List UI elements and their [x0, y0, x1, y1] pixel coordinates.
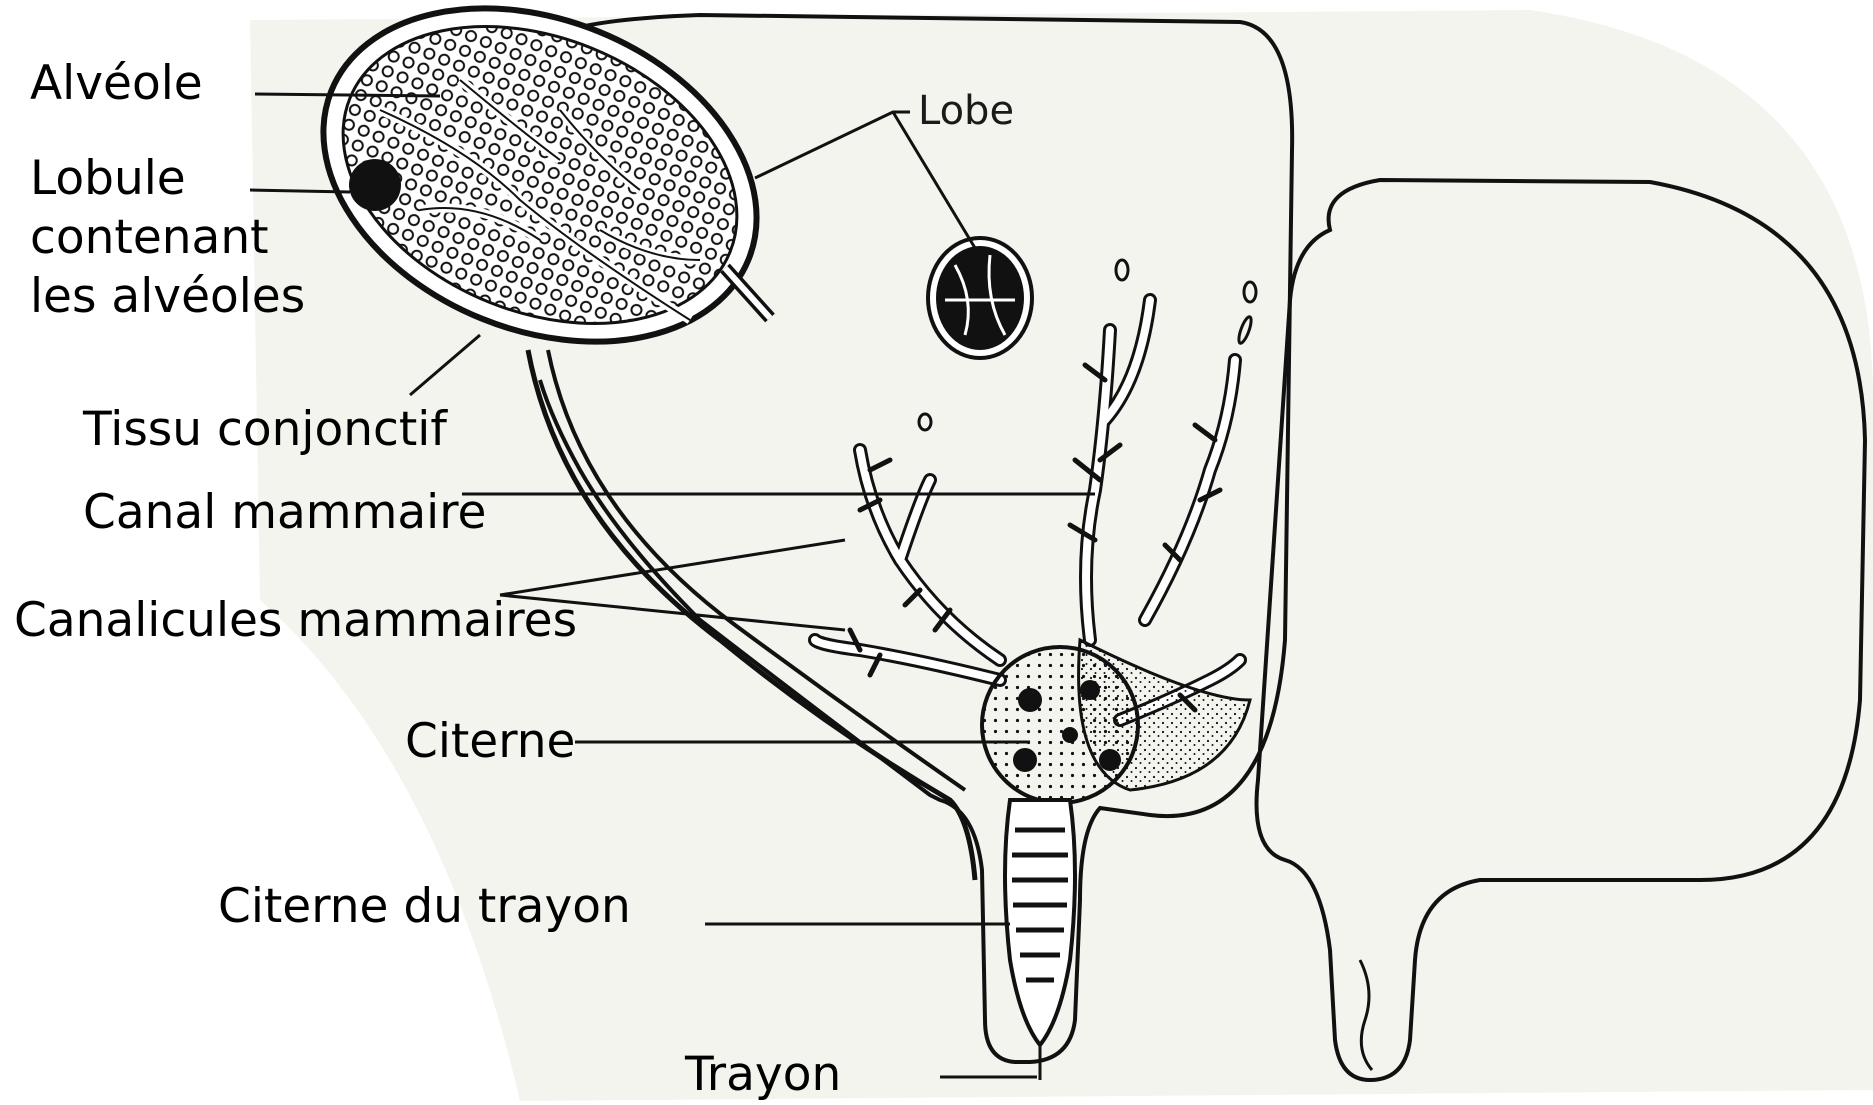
label-lobule-line3: les alvéoles — [30, 268, 305, 327]
label-lobe: Lobe — [918, 88, 1014, 134]
label-trayon: Trayon — [685, 1046, 841, 1105]
label-lobule: Lobule contenant les alvéoles — [30, 150, 305, 326]
label-tissu-conjonctif: Tissu conjonctif — [83, 401, 447, 460]
label-citerne: Citerne — [405, 713, 575, 772]
alveole-dark-cluster — [349, 159, 401, 211]
label-lobule-line2: contenant — [30, 209, 305, 268]
label-canalicules-mammaires: Canalicules mammaires — [14, 592, 577, 651]
label-citerne-du-trayon: Citerne du trayon — [218, 878, 631, 937]
lobe — [928, 238, 1032, 358]
label-canal-mammaire: Canal mammaire — [83, 484, 486, 543]
label-alveole: Alvéole — [30, 55, 203, 114]
leader-alveole — [255, 94, 440, 96]
label-lobule-line1: Lobule — [30, 150, 305, 209]
